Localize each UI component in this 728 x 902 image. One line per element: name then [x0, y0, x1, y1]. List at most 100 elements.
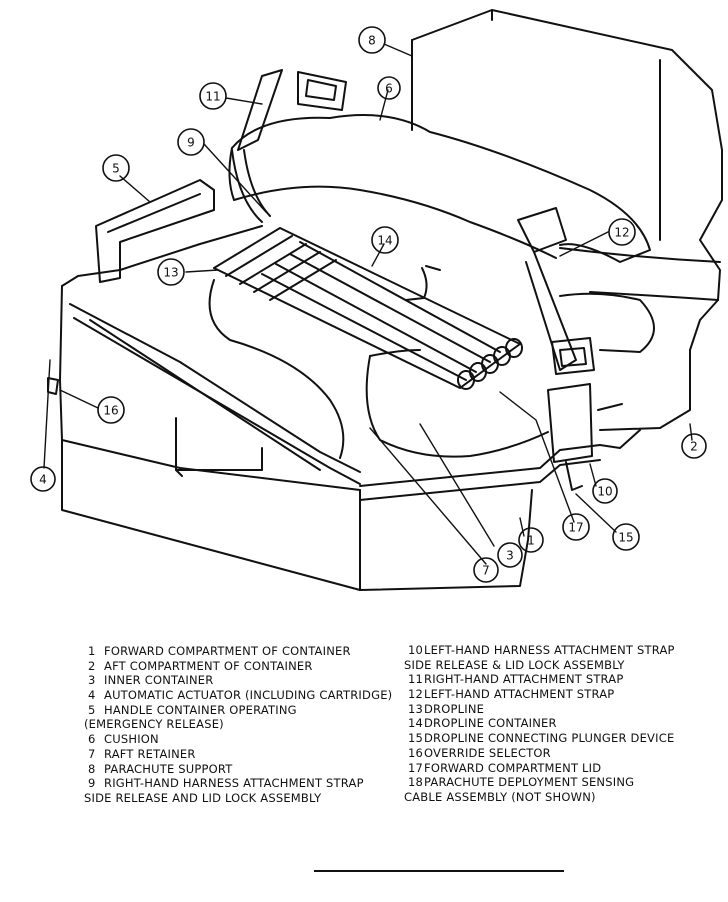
legend-item-16: 16OVERRIDE SELECTOR [404, 746, 675, 761]
legend-text: CUSHION [104, 732, 159, 747]
dropline-container-drawing [213, 227, 523, 390]
legend-text: CABLE ASSEMBLY (NOT SHOWN) [404, 789, 596, 804]
legend-item-12: 12LEFT-HAND ATTACHMENT STRAP [404, 687, 675, 702]
legend-text: DROPLINE CONNECTING PLUNGER DEVICE [424, 731, 675, 746]
legend-number: 12 [408, 687, 424, 702]
legend-text: INNER CONTAINER [104, 673, 214, 688]
legend-right: 10LEFT-HAND HARNESS ATTACHMENT STRAP SID… [404, 643, 675, 805]
legend-text: SIDE RELEASE AND LID LOCK ASSEMBLY [84, 790, 322, 805]
callout-17: 17 [562, 513, 590, 541]
legend-item-10: 10LEFT-HAND HARNESS ATTACHMENT STRAP [404, 643, 675, 658]
legend-text: LEFT-HAND HARNESS ATTACHMENT STRAP [424, 643, 675, 657]
legend-item-18-continued: CABLE ASSEMBLY (NOT SHOWN) [404, 790, 675, 805]
callout-13: 13 [157, 258, 185, 286]
container-body-drawing [59, 225, 641, 591]
legend-text: RIGHT-HAND HARNESS ATTACHMENT STRAP [104, 776, 364, 791]
footer-rule [314, 870, 564, 872]
legend-number: 7 [88, 746, 96, 761]
svg-text:10: 10 [597, 485, 612, 499]
legend-text: AUTOMATIC ACTUATOR (INCLUDING CARTRIDGE) [104, 688, 393, 703]
callout-7: 7 [473, 557, 499, 583]
svg-text:11: 11 [205, 90, 220, 104]
legend-text: OVERRIDE SELECTOR [424, 745, 551, 760]
legend-number: 18 [408, 775, 424, 790]
legend-number: 5 [88, 702, 96, 717]
leader-lines [43, 43, 693, 565]
forward-lid-drawing [208, 279, 549, 459]
svg-text:17: 17 [568, 521, 583, 535]
svg-text:6: 6 [385, 82, 393, 96]
legend-number: 16 [408, 745, 424, 760]
legend-number: 15 [408, 731, 424, 746]
legend-text: RIGHT-HAND ATTACHMENT STRAP [424, 672, 624, 687]
legend-item-4: 4 AUTOMATIC ACTUATOR (INCLUDING CARTRIDGE… [84, 688, 392, 703]
callout-3: 3 [497, 542, 523, 568]
svg-text:8: 8 [368, 34, 376, 48]
svg-text:4: 4 [39, 473, 47, 487]
legend-text: FORWARD COMPARTMENT LID [424, 760, 602, 775]
svg-text:2: 2 [690, 440, 698, 454]
legend-number: 1 [88, 644, 96, 658]
legend-text: PARACHUTE DEPLOYMENT SENSING [424, 775, 635, 790]
legend-number: 14 [408, 716, 424, 731]
callout-4: 4 [30, 466, 56, 492]
svg-text:9: 9 [187, 136, 195, 150]
callout-15: 15 [612, 523, 640, 551]
svg-text:5: 5 [112, 162, 120, 176]
legend-text: LEFT-HAND ATTACHMENT STRAP [424, 687, 615, 702]
svg-text:7: 7 [482, 564, 490, 578]
legend-text: (EMERGENCY RELEASE) [84, 717, 224, 732]
callout-11: 11 [199, 82, 227, 110]
legend-number: 10 [408, 643, 424, 657]
svg-text:13: 13 [163, 266, 178, 280]
legend-item-13: 13DROPLINE [404, 702, 675, 717]
handle-drawing [95, 179, 215, 283]
svg-text:3: 3 [506, 549, 514, 563]
callout-16: 16 [97, 396, 125, 424]
callout-5: 5 [102, 154, 130, 182]
legend-number: 8 [88, 761, 96, 776]
svg-text:1: 1 [527, 534, 535, 548]
legend-item-3: 3 INNER CONTAINER [84, 673, 392, 688]
legend-item-5: 5 HANDLE CONTAINER OPERATING [84, 703, 392, 718]
legend-item-9-continued: SIDE RELEASE AND LID LOCK ASSEMBLY [84, 791, 392, 806]
left-attachment-strap-drawing [517, 207, 655, 491]
legend-number: 11 [408, 672, 424, 687]
legend-item-6: 6 CUSHION [84, 732, 392, 747]
callout-6: 6 [377, 76, 401, 100]
legend-item-5-continued: (EMERGENCY RELEASE) [84, 717, 392, 732]
legend-number: 2 [88, 658, 96, 673]
legend-text: DROPLINE [424, 701, 485, 716]
legend-text: PARACHUTE SUPPORT [104, 761, 233, 776]
legend-text: AFT COMPARTMENT OF CONTAINER [104, 658, 313, 673]
legend-number: 13 [408, 701, 424, 716]
svg-text:15: 15 [618, 531, 633, 545]
legend-item-11: 11RIGHT-HAND ATTACHMENT STRAP [404, 672, 675, 687]
legend-item-7: 7 RAFT RETAINER [84, 747, 392, 762]
legend-item-2: 2 AFT COMPARTMENT OF CONTAINER [84, 659, 392, 674]
callout-14: 14 [371, 226, 399, 254]
legend-item-15: 15DROPLINE CONNECTING PLUNGER DEVICE [404, 731, 675, 746]
legend-number: 3 [88, 673, 96, 688]
legend-number: 6 [88, 732, 96, 747]
callout-12: 12 [608, 218, 636, 246]
callout-2: 2 [681, 433, 707, 459]
legend-text: SIDE RELEASE & LID LOCK ASSEMBLY [404, 657, 625, 672]
callout-1: 1 [518, 527, 544, 553]
svg-text:12: 12 [614, 226, 629, 240]
right-attachment-strap-drawing [231, 69, 347, 223]
container-assembly-diagram: 8 11 6 9 5 12 14 13 16 4 2 10 1 17 15 3 … [30, 9, 723, 591]
legend-item-8: 8 PARACHUTE SUPPORT [84, 762, 392, 777]
callout-10: 10 [592, 478, 618, 504]
legend-number: 4 [88, 688, 96, 703]
legend-text: HANDLE CONTAINER OPERATING [104, 702, 297, 717]
legend-text: DROPLINE CONTAINER [424, 716, 557, 731]
legend-text: RAFT RETAINER [104, 746, 196, 761]
parachute-support-drawing [411, 9, 723, 431]
legend-item-17: 17FORWARD COMPARTMENT LID [404, 761, 675, 776]
callout-8: 8 [358, 26, 386, 54]
svg-text:14: 14 [377, 234, 392, 248]
